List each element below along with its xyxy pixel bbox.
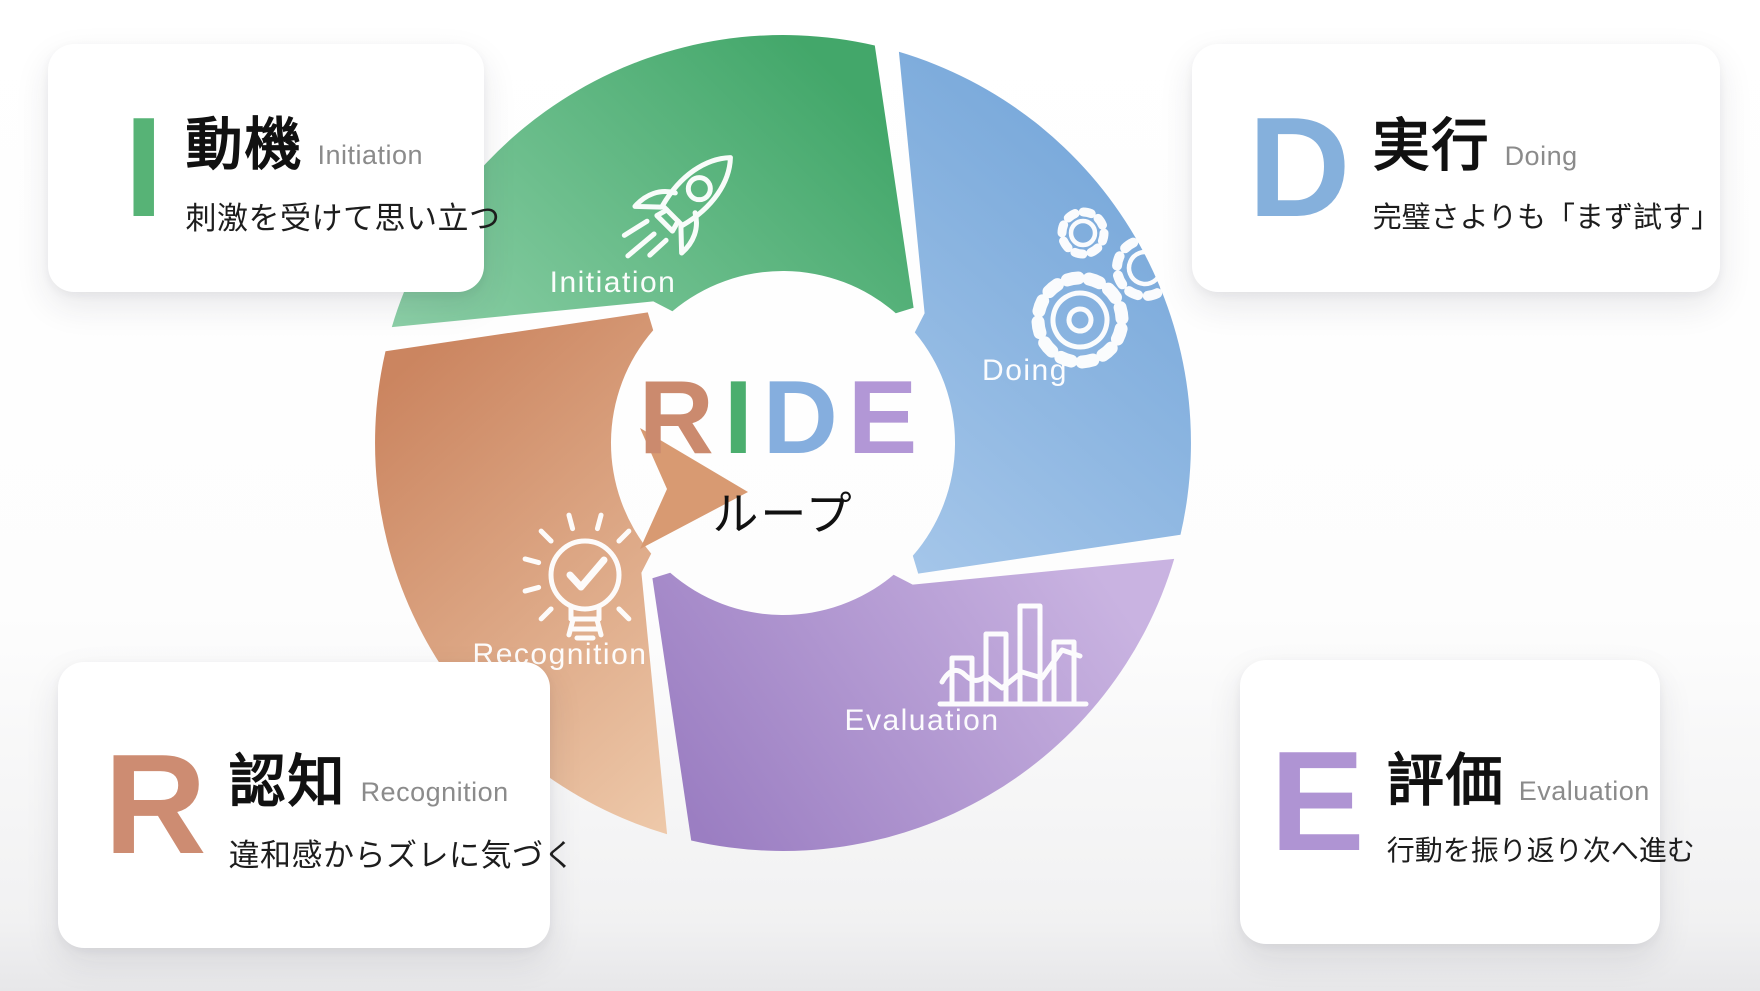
center-letter-r: R — [638, 360, 724, 476]
card-description: 行動を振り返り次へ進む — [1386, 835, 1695, 866]
center-subtitle: ループ — [712, 488, 854, 540]
orange-inner-arrow-decoration — [640, 428, 748, 549]
center-letter-i: I — [723, 360, 763, 476]
card-title-en: Evaluation — [1518, 776, 1650, 806]
card-title-en: Doing — [1504, 141, 1578, 171]
segment-initiation: Initiation — [391, 35, 914, 328]
card-title-jp: 認知 — [228, 749, 347, 814]
card-title-en: Initiation — [317, 139, 424, 170]
card-description: 刺激を受けて思い立つ — [185, 200, 501, 236]
gears-icon — [1031, 207, 1178, 369]
card-title-jp: 動機 — [185, 112, 304, 177]
card-letter-r: R — [104, 724, 207, 884]
segment-label-doing: Doing — [982, 354, 1068, 387]
segment-evaluation: Evaluation — [652, 558, 1175, 851]
card-evaluation: E 評価 Evaluation 行動を振り返り次へ進む — [1240, 660, 1695, 944]
card-letter-e: E — [1270, 721, 1365, 881]
center-title: RIDE — [639, 366, 928, 470]
card-letter-i: I — [124, 87, 164, 247]
card-title-en: Recognition — [360, 776, 509, 807]
card-doing: D 実行 Doing 完璧さよりも「まず試す」 — [1192, 44, 1720, 292]
segment-recognition-arrow — [375, 312, 668, 835]
rocket-icon — [621, 155, 733, 259]
card-initiation: I 動機 Initiation 刺激を受けて思い立つ — [48, 44, 501, 292]
bar-chart-icon — [937, 603, 1089, 707]
segment-evaluation-arrow — [652, 558, 1175, 851]
segment-label-initiation: Initiation — [550, 266, 677, 299]
segment-initiation-arrow — [391, 35, 914, 328]
segment-label-evaluation: Evaluation — [844, 704, 999, 737]
card-title-jp: 実行 — [1372, 114, 1491, 178]
card-description: 違和感からズレに気づく — [228, 837, 576, 873]
segment-doing: Doing — [898, 51, 1191, 574]
card-description: 完璧さよりも「まず試す」 — [1372, 202, 1720, 234]
card-letter-d: D — [1248, 87, 1351, 247]
card-recognition: R 認知 Recognition 違和感からズレに気づく — [58, 662, 576, 948]
center-letter-d: D — [762, 360, 848, 476]
card-title-jp: 評価 — [1386, 749, 1505, 813]
center-letter-e: E — [847, 360, 928, 476]
lightbulb-check-icon — [522, 512, 632, 641]
